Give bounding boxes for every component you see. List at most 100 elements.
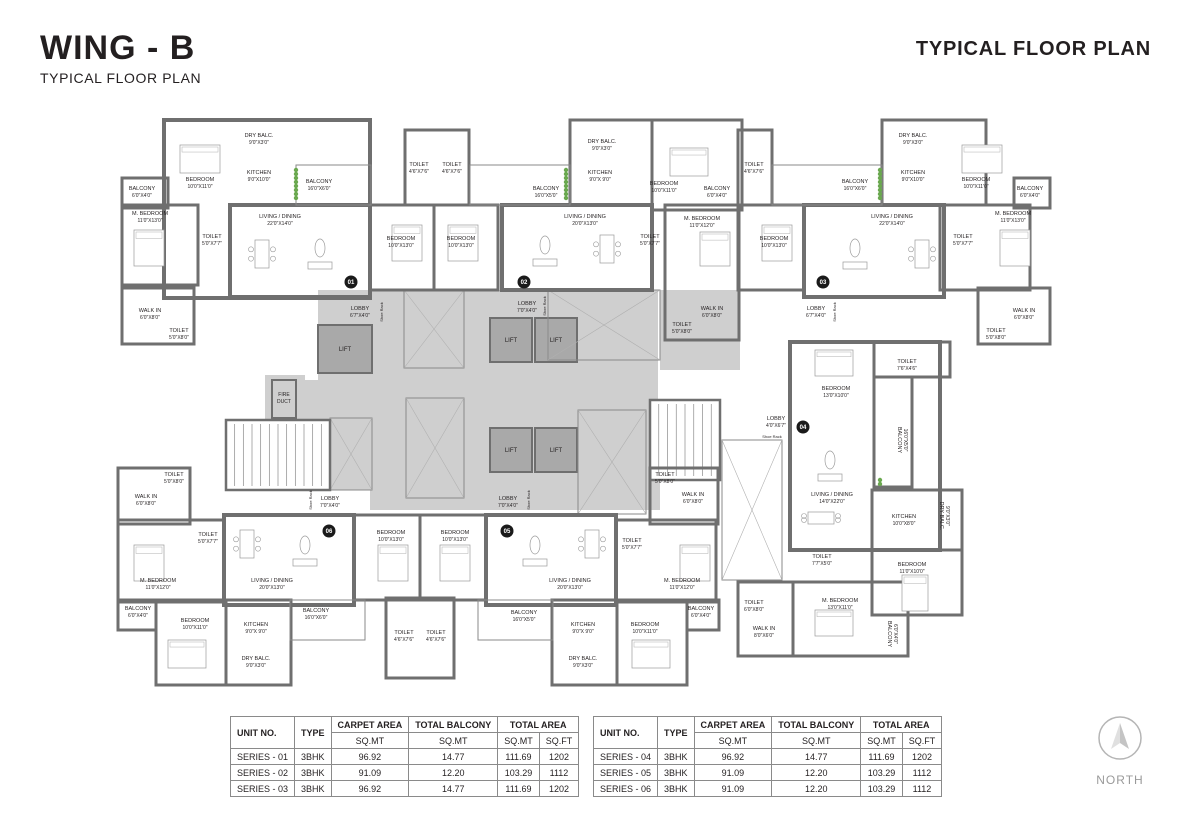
toilet-label: TOILET: [812, 554, 832, 560]
lobby-label-size: 6'7"X4'0": [350, 313, 370, 319]
lobby-label: LOBBY: [321, 496, 340, 502]
living-label: LIVING / DINING: [811, 492, 853, 498]
furniture: [133, 144, 1031, 669]
toilet-label: TOILET: [744, 600, 764, 606]
lobby-label-size: 6'7"X4'0": [806, 313, 826, 319]
bedroom-label: BEDROOM: [441, 530, 470, 536]
sofa: [307, 261, 333, 270]
kitchen-label-size: 10'0"X8'0": [893, 521, 916, 527]
walkin-outline: [976, 286, 1052, 346]
m-bedroom-label-size: 11'0"X13'0": [1000, 218, 1025, 224]
plant: [293, 175, 299, 181]
plant: [877, 477, 883, 483]
toilet-label-size: 4'6"X7'6": [442, 169, 462, 175]
bed: [814, 349, 854, 377]
cell-carpet: 96.92: [330, 748, 410, 765]
th-area-sqft: SQ.FT: [901, 732, 943, 749]
bedroom-label-size: 13'0"X10'0": [823, 393, 849, 399]
chair: [600, 536, 606, 543]
lift: [317, 324, 373, 374]
m-bedroom-label-size: 11'0"X12'0": [689, 223, 714, 229]
cell-unit: SERIES - 05: [592, 764, 659, 781]
bedroom-label-size: 10'0"X13'0": [761, 243, 787, 249]
m-bedroom-label: M. BEDROOM: [664, 578, 700, 584]
unit-number-badge: [344, 275, 358, 289]
dry-balcony-label: DRY BALC.: [899, 133, 928, 139]
living-label: LIVING / DINING: [871, 214, 913, 220]
toilet-label: TOILET: [164, 472, 184, 478]
chair: [255, 536, 261, 543]
chair: [801, 517, 807, 523]
balcony-label-size: 6'0"X4'0": [691, 613, 711, 619]
bedroom-label-size: 10'0"X11'0": [963, 184, 988, 190]
walkin-outline: [116, 466, 192, 526]
bed: [679, 544, 711, 582]
m-bedroom-label: M. BEDROOM: [684, 216, 720, 222]
lift: [489, 427, 533, 473]
pillow: [681, 546, 709, 554]
m-bedroom-label-size: 11'0"X12'0": [145, 585, 170, 591]
th-total-area: TOTAL AREA: [497, 716, 580, 733]
chair: [270, 255, 276, 262]
cell-unit: SERIES - 02: [229, 764, 296, 781]
plant: [877, 171, 883, 177]
walkin-outline: [648, 466, 720, 526]
sofa: [292, 558, 318, 567]
living-size: 20'0"X13'0": [557, 585, 583, 591]
cell-balcony: 12.20: [771, 780, 862, 797]
balcony-label-size: 6'0"X4'0": [707, 193, 727, 199]
plant: [563, 191, 569, 197]
toilet-label-size: 6'0"X8'0": [744, 607, 764, 613]
balcony-outline: [477, 599, 554, 641]
cell-type: 3BHK: [294, 748, 332, 765]
th-area-sqmt: SQ.MT: [860, 732, 903, 749]
pillow: [449, 226, 477, 234]
cell-area-ft: 1202: [538, 748, 580, 765]
unit-04-outline: [788, 340, 942, 552]
m-bedroom-outline: [614, 518, 718, 604]
plant: [293, 167, 299, 173]
pillow: [1001, 231, 1029, 239]
plant: [877, 187, 883, 193]
living-size: 20'0"X13'0": [259, 585, 285, 591]
cell-type: 3BHK: [657, 780, 695, 797]
cell-type: 3BHK: [294, 764, 332, 781]
balcony-label-size: 6'0"X4'0": [892, 624, 898, 644]
toilet-label-size: 5'0"X7'7": [622, 545, 642, 551]
cell-balcony: 12.20: [771, 764, 862, 781]
dry-balcony-label-size: 9'0"X3'0": [249, 140, 269, 146]
chair: [593, 250, 599, 257]
unit-number: 03: [820, 280, 827, 286]
cell-area-ft: 1202: [901, 748, 943, 765]
plant: [877, 481, 883, 487]
cell-carpet: 96.92: [330, 780, 410, 797]
shaft-diagonal: [721, 439, 783, 581]
bed: [669, 147, 709, 177]
th-area-sqft: SQ.FT: [538, 732, 580, 749]
toilet-label-size: 5'0"X8'0": [169, 335, 189, 341]
shoe-rack-label: Shoe Rack: [762, 434, 782, 439]
cell-area-mt: 111.69: [497, 748, 540, 765]
bedroom-label-size: 11'0"X10'0": [899, 569, 924, 575]
pillow: [441, 546, 469, 554]
fire-duct: [271, 379, 297, 419]
kitchen-label: KITCHEN: [892, 514, 916, 520]
chair: [801, 513, 807, 519]
kitchen-label: KITCHEN: [247, 170, 271, 176]
living-size: 22'0"X14'0": [879, 221, 905, 227]
cell-carpet: 96.92: [693, 748, 773, 765]
cell-carpet: 91.09: [330, 764, 410, 781]
cell-area-mt: 103.29: [860, 780, 903, 797]
unit-number: 06: [326, 529, 333, 535]
living-size: 22'0"X14'0": [267, 221, 293, 227]
lobby-label: LOBBY: [807, 306, 826, 312]
toilet-label: TOILET: [169, 328, 189, 334]
balcony-label: BALCONY: [533, 186, 560, 192]
cell-unit: SERIES - 01: [229, 748, 296, 765]
living-size: 20'0"X13'0": [572, 221, 598, 227]
dry-balcony-label-size: 9'0"X3'0": [944, 506, 950, 526]
plant: [563, 179, 569, 185]
coffee-table: [529, 535, 541, 555]
wing-title: WING - B: [40, 29, 196, 67]
lift: [534, 317, 578, 363]
